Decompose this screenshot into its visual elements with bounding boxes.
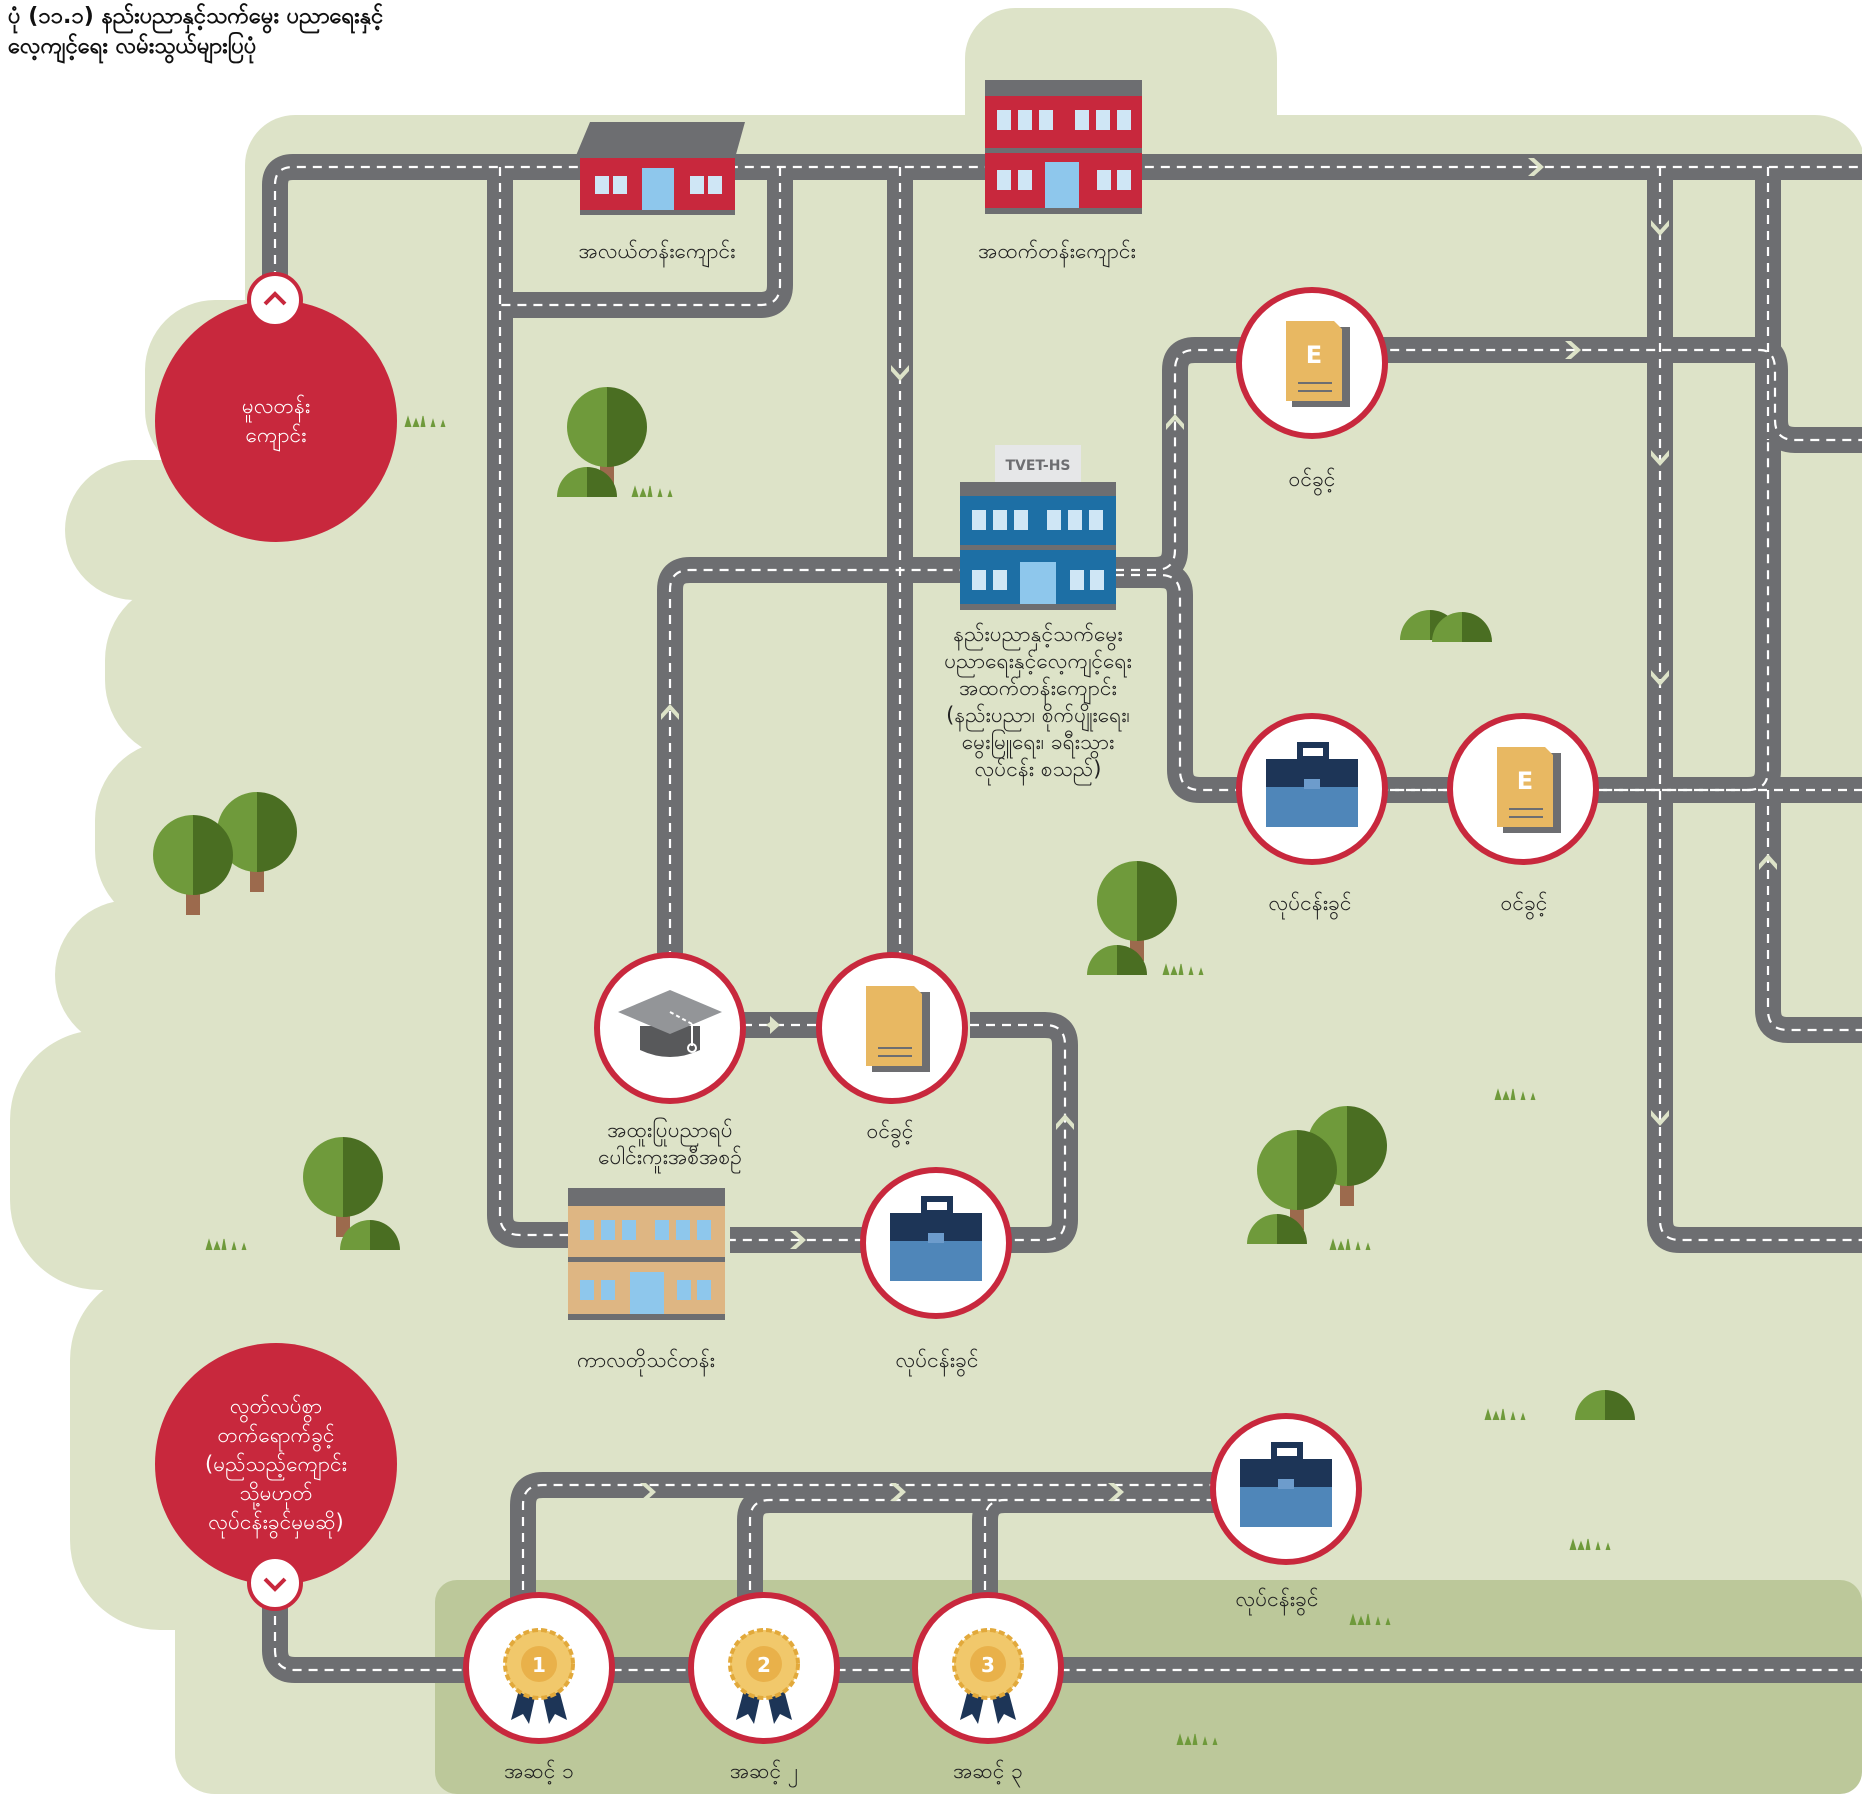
down-chevron-icon[interactable] <box>247 1555 303 1611</box>
tvet-hs-line: လုပ်ငန်း စသည်) <box>974 757 1102 781</box>
level-medal-icon[interactable]: 1 <box>463 1592 615 1744</box>
level3-badge-number: 3 <box>981 1653 995 1677</box>
entry-label-mid: ဝင်ခွင့် <box>1500 891 1548 915</box>
tvet-hs-line: (နည်းပညာ၊ စိုက်ပျိုးရေး၊ <box>946 703 1130 727</box>
tvet-hs-line: မွေးမြူရေး၊ ခရီးသွား <box>961 730 1115 754</box>
tvet-hs-line: အထက်တန်းကျောင်း <box>959 676 1117 700</box>
level-medal-icon[interactable]: 3 <box>912 1592 1064 1744</box>
short-course-label: ကာလတိုသင်တန်း <box>577 1348 715 1372</box>
level2-badge-number: 2 <box>757 1653 771 1677</box>
entry-label-top: ဝင်ခွင့် <box>1288 467 1336 491</box>
briefcase-icon[interactable] <box>860 1167 1012 1319</box>
up-chevron-icon[interactable] <box>247 272 303 328</box>
job-label-mid: လုပ်ငန်းခွင် <box>1268 891 1352 915</box>
job-label-bottom: လုပ်ငန်းခွင် <box>1235 1587 1319 1611</box>
entry-certificate-icon[interactable]: E <box>1447 713 1599 865</box>
middle-school-label: အလယ်တန်းကျောင်း <box>578 239 736 263</box>
job-label-left: လုပ်ငန်းခွင် <box>895 1348 979 1372</box>
entry-certificate-icon[interactable]: E <box>1236 287 1388 439</box>
tvet-sign: TVET-HS <box>1005 458 1070 474</box>
free-exit-label: လွတ်လပ်စွာ တက်ရောက်ခွင့် (မည်သည့်ကျောင်း… <box>205 1393 347 1534</box>
tvet-hs-label: နည်းပညာနှင့်သက်မွေး ပညာရေးနှင့်လေ့ကျင့်ရ… <box>944 621 1132 783</box>
certificate-strip <box>435 1580 1862 1794</box>
level-medal-icon[interactable]: 2 <box>688 1592 840 1744</box>
diploma-line: ပေါင်းကူးအစီအစဉ် <box>598 1145 742 1169</box>
title-line1: ပုံ (၁၁.၁) နည်းပညာနှင့်သက်မွေး ပညာရေးနှင… <box>8 4 384 29</box>
graduation-cap-icon[interactable] <box>594 952 746 1104</box>
page-title: ပုံ (၁၁.၁) နည်းပညာနှင့်သက်မွေး ပညာရေးနှင… <box>8 2 383 62</box>
primary-school-circle: မူလတန်း ကျောင်း <box>155 300 397 542</box>
high-school-label: အထက်တန်းကျောင်း <box>978 239 1136 263</box>
level2-label: အဆင့် ၂ <box>729 1759 799 1783</box>
road-arrows <box>640 158 1777 1501</box>
free-exit-circle: လွတ်လပ်စွာ တက်ရောက်ခွင့် (မည်သည့်ကျောင်း… <box>155 1343 397 1585</box>
entry-certificate-icon[interactable] <box>816 952 968 1104</box>
briefcase-icon[interactable] <box>1236 713 1388 865</box>
entry-letter: E <box>1306 341 1322 369</box>
road-network <box>262 154 1862 1683</box>
school-building-icon <box>568 80 1142 1320</box>
entry-label-left: ဝင်ခွင့် <box>866 1119 914 1143</box>
tvet-hs-line: နည်းပညာနှင့်သက်မွေး <box>953 622 1123 646</box>
title-line2: လေ့ကျင့်ရေး လမ်းသွယ်များပြပုံ <box>8 34 257 59</box>
diploma-line: အထူးပြုပညာရပ် <box>607 1118 733 1142</box>
level3-label: အဆင့် ၃ <box>953 1759 1023 1783</box>
level1-badge-number: 1 <box>532 1653 546 1677</box>
tvet-hs-line: ပညာရေးနှင့်လေ့ကျင့်ရေး <box>944 649 1132 673</box>
diploma-label: အထူးပြုပညာရပ် ပေါင်းကူးအစီအစဉ် <box>598 1117 742 1171</box>
primary-school-label: မူလတန်း ကျောင်း <box>241 394 311 447</box>
entry-letter: E <box>1517 767 1533 795</box>
briefcase-icon[interactable] <box>1210 1413 1362 1565</box>
level1-label: အဆင့် ၁ <box>504 1759 574 1783</box>
